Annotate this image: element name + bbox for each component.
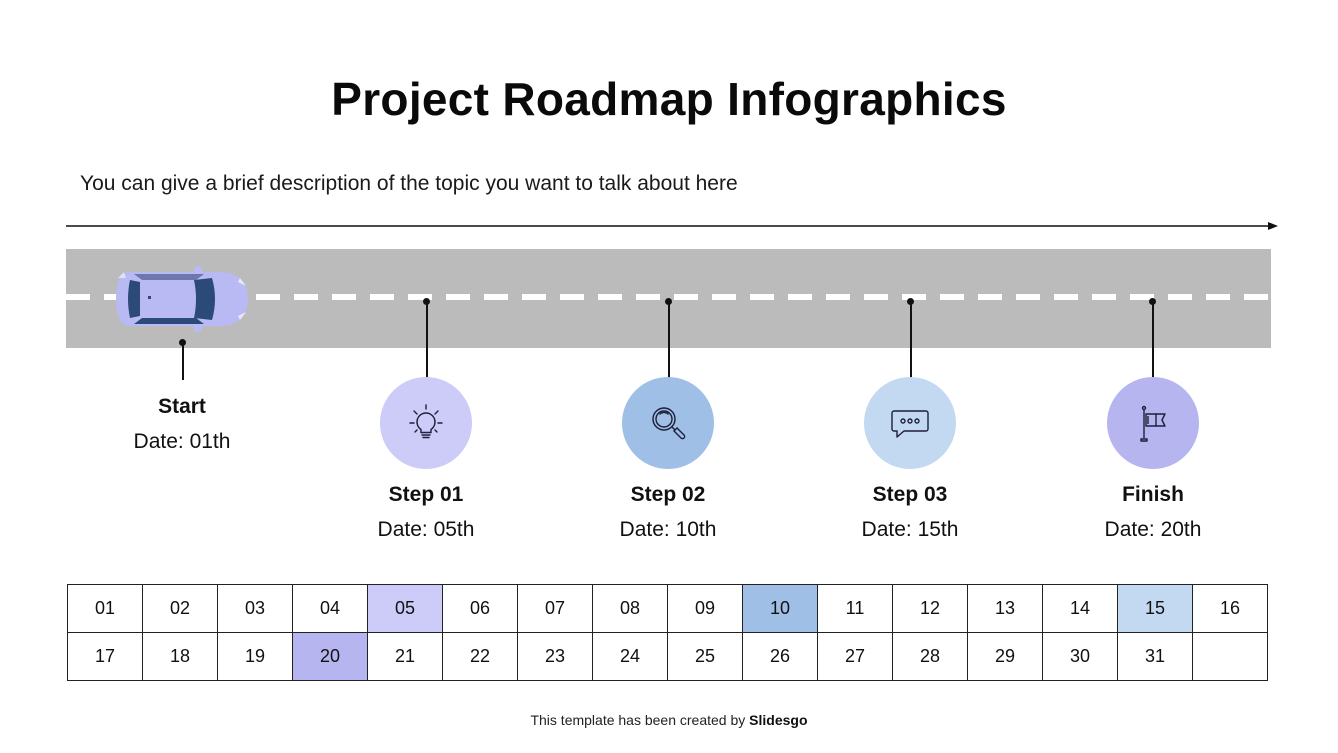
finish-icon-circle (1107, 377, 1199, 469)
footer-brand: Slidesgo (749, 712, 808, 728)
road-lane-dashes (66, 294, 1271, 300)
milestone-step02-label: Step 02 (630, 483, 706, 506)
timeline-arrow (66, 222, 1278, 230)
calendar-day-cell: 15 (1117, 584, 1193, 633)
step02-marker-line (668, 301, 670, 378)
step01-marker-line (426, 301, 428, 378)
calendar-day-cell: 01 (67, 584, 143, 633)
finish-marker-line (1152, 301, 1154, 378)
calendar-day-cell: 14 (1042, 584, 1118, 633)
calendar-day-cell: 12 (892, 584, 968, 633)
calendar-day-cell: 19 (217, 632, 293, 681)
milestone-step02-date: Date: 10th (619, 518, 717, 541)
flag-icon (1140, 405, 1166, 442)
calendar-day-cell: 25 (667, 632, 743, 681)
calendar-day-cell: 10 (742, 584, 818, 633)
calendar-day-cell: 08 (592, 584, 668, 633)
calendar-day-cell: 24 (592, 632, 668, 681)
calendar-day-cell: 30 (1042, 632, 1118, 681)
milestone-start-label: Start (158, 395, 206, 418)
step02-icon-circle (622, 377, 714, 469)
calendar-day-cell: 02 (142, 584, 218, 633)
calendar-day-cell: 27 (817, 632, 893, 681)
footer-prefix: This template has been created by (530, 712, 750, 728)
milestone-step03-label: Step 03 (872, 483, 948, 506)
milestone-finish-label: Finish (1122, 483, 1184, 506)
milestone-step03-date: Date: 15th (861, 518, 959, 541)
calendar-day-cell: 04 (292, 584, 368, 633)
calendar-day-cell: 16 (1192, 584, 1268, 633)
calendar-day-cell: 17 (67, 632, 143, 681)
calendar-day-cell: 28 (892, 632, 968, 681)
calendar-day-cell: 29 (967, 632, 1043, 681)
calendar-day-cell (1192, 632, 1268, 681)
milestone-finish-date: Date: 20th (1104, 518, 1202, 541)
calendar-day-cell: 07 (517, 584, 593, 633)
calendar-day-cell: 18 (142, 632, 218, 681)
milestone-step01-label: Step 01 (388, 483, 464, 506)
calendar-day-cell: 05 (367, 584, 443, 633)
magnifier-icon (652, 407, 686, 440)
step03-marker-line (910, 301, 912, 378)
lightbulb-icon (409, 404, 443, 439)
calendar-day-cell: 06 (442, 584, 518, 633)
calendar-day-cell: 23 (517, 632, 593, 681)
step03-icon-circle (864, 377, 956, 469)
step01-icon-circle (380, 377, 472, 469)
calendar-day-cell: 03 (217, 584, 293, 633)
calendar-day-cell: 26 (742, 632, 818, 681)
chat-bubble-icon (891, 410, 929, 438)
footer-credit: This template has been created by Slides… (0, 712, 1338, 728)
description-text: You can give a brief description of the … (80, 172, 738, 195)
milestone-step01-date: Date: 05th (377, 518, 475, 541)
milestone-start-date: Date: 01th (133, 430, 231, 453)
calendar-day-cell: 13 (967, 584, 1043, 633)
calendar-day-cell: 21 (367, 632, 443, 681)
calendar-day-cell: 11 (817, 584, 893, 633)
calendar-day-cell: 20 (292, 632, 368, 681)
page-title: Project Roadmap Infographics (331, 73, 1007, 125)
start-marker-line (182, 342, 184, 380)
car-icon (116, 266, 248, 332)
calendar-day-cell: 09 (667, 584, 743, 633)
calendar-day-cell: 31 (1117, 632, 1193, 681)
calendar-day-cell: 22 (442, 632, 518, 681)
